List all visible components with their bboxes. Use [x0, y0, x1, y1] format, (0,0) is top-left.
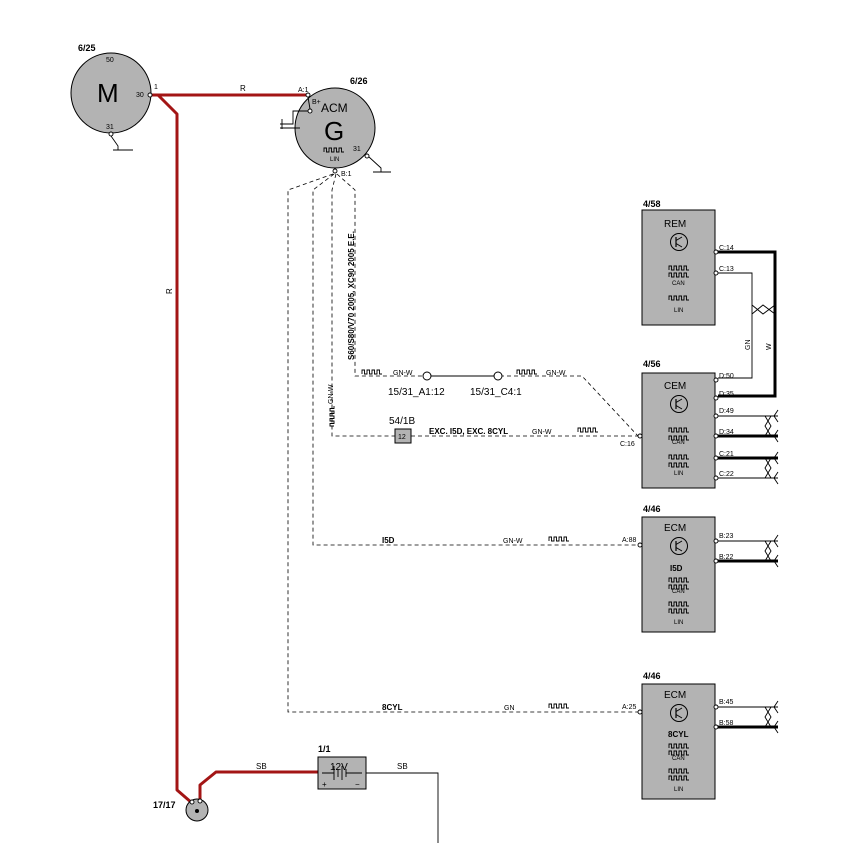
ecm1-variant: I5D [670, 564, 683, 573]
battery-ref: 1/1 [318, 744, 331, 754]
ground-ref: 17/17 [153, 800, 176, 810]
wire-color-i5d: GN-W [503, 538, 523, 545]
ecm2-lin: LIN [674, 787, 683, 793]
module-rem: 4/58 REM CAN LIN C:14 C:13 [641, 199, 734, 326]
starter-symbol: M [97, 78, 119, 108]
rem-can: CAN [672, 281, 685, 287]
ecm1-lin: LIN [674, 620, 683, 626]
battery-voltage: 12V [330, 762, 348, 773]
module-ecm-8cyl: 4/46 ECM 8CYL CAN LIN A:25 B:45 B:58 [622, 671, 734, 800]
starter-ref: 6/25 [78, 43, 96, 53]
ecm2-pin-b45: B:45 [719, 699, 734, 706]
alternator-pin-bplus: B+ [312, 99, 321, 106]
cem-can: CAN [672, 440, 685, 446]
red-wire-vertical [156, 93, 193, 805]
splice-ref: 54/1B [389, 416, 415, 427]
cem-pin-d49: D:49 [719, 408, 734, 415]
wire-color-r-top: R [240, 84, 246, 93]
cem-lin: LIN [674, 471, 683, 477]
module-ecm-i5d: 4/46 ECM I5D CAN LIN A:88 B:23 B:22 [622, 504, 734, 633]
wire-label-i5d: I5D [382, 536, 395, 545]
cem-pin-c21: C:21 [719, 451, 734, 458]
alternator-pin-b1: B:1 [341, 171, 352, 178]
alternator-symbol: G [324, 116, 344, 146]
ecm2-pin-b58: B:58 [719, 720, 734, 727]
module-cem: 4/56 CEM CAN LIN D:50 D:35 D:49 D:34 C:2… [620, 359, 734, 489]
battery: 1/1 12V + − [317, 744, 367, 790]
splice-label: EXC. I5D, EXC. 8CYL [429, 427, 508, 436]
starter-pin-50: 50 [106, 57, 114, 64]
alternator-pin-a1: A:1 [298, 87, 309, 94]
twist-color-gn: GN [745, 340, 752, 351]
ecm1-pin-a88: A:88 [622, 537, 637, 544]
wire-main [336, 173, 425, 377]
cem-name: CEM [664, 381, 686, 392]
ecm1-can: CAN [672, 589, 685, 595]
wire-color-sb-left: SB [256, 762, 267, 771]
ecm2-variant: 8CYL [668, 730, 689, 739]
ecm2-can: CAN [672, 756, 685, 762]
alternator-ref: 6/26 [350, 76, 368, 86]
alternator-lin: LIN [330, 157, 339, 163]
wire-8cyl [287, 173, 638, 713]
cem-pin-c16: C:16 [620, 441, 635, 448]
battery-minus: − [355, 780, 360, 789]
wire-color-r-vertical: R [165, 288, 174, 294]
connector-c4-1: 15/31_C4:1 [470, 387, 522, 398]
wire-c4-cem [500, 375, 639, 437]
wire-label-8cyl: 8CYL [382, 703, 403, 712]
starter-wire-pin: 1 [154, 84, 158, 91]
starter-pin-31: 31 [106, 124, 114, 131]
ecm1-ref: 4/46 [643, 504, 661, 514]
ecm1-pin-b23: B:23 [719, 533, 734, 540]
red-wire-battery [198, 770, 318, 803]
cem-pin-d35: D:35 [719, 391, 734, 398]
alternator-pin-31: 31 [353, 146, 361, 153]
cem-ref: 4/56 [643, 359, 661, 369]
vehicle-note: S60/S80/V70 2005, XC90 2005 E.E. [347, 231, 356, 360]
alternator-name: ACM [321, 101, 348, 115]
cem-pin-d50: D:50 [719, 373, 734, 380]
wire-color-8cyl: GN [504, 705, 515, 712]
splice-wire-color: GN-W [532, 429, 552, 436]
connector-a1-12: 15/31_A1:12 [388, 387, 445, 398]
cem-pin-d34: D:34 [719, 429, 734, 436]
rem-lin: LIN [674, 308, 683, 314]
battery-plus: + [322, 780, 327, 789]
ecm2-name: ECM [664, 690, 686, 701]
ecm2-pin-a25: A:25 [622, 704, 637, 711]
rem-name: REM [664, 219, 686, 230]
rem-pin-c13: C:13 [719, 266, 734, 273]
splice-num: 12 [398, 434, 406, 441]
rem-pin-c14: C:14 [719, 245, 734, 252]
ecm1-pin-b22: B:22 [719, 554, 734, 561]
cem-pin-c22: C:22 [719, 471, 734, 478]
wire-color-gnw-vertical: GN-W [328, 384, 335, 404]
rem-ref: 4/58 [643, 199, 661, 209]
wire-i5d [312, 173, 638, 546]
wire-color-gnw1: GN-W [393, 370, 413, 377]
ecm1-name: ECM [664, 523, 686, 534]
twist-color-w: W [766, 343, 773, 350]
starter-pin-30: 30 [136, 92, 144, 99]
alternator-acm: 6/26 ACM G LIN A:1 B+ 31 B:1 [280, 76, 391, 178]
wire-gnw-left [331, 173, 395, 437]
ground-point: 17/17 [153, 798, 209, 822]
starter-motor: 6/25 M 50 30 31 1 [70, 43, 158, 151]
wire-color-gnw2: GN-W [546, 370, 566, 377]
wire-color-sb-right: SB [397, 762, 408, 771]
ecm2-ref: 4/46 [643, 671, 661, 681]
